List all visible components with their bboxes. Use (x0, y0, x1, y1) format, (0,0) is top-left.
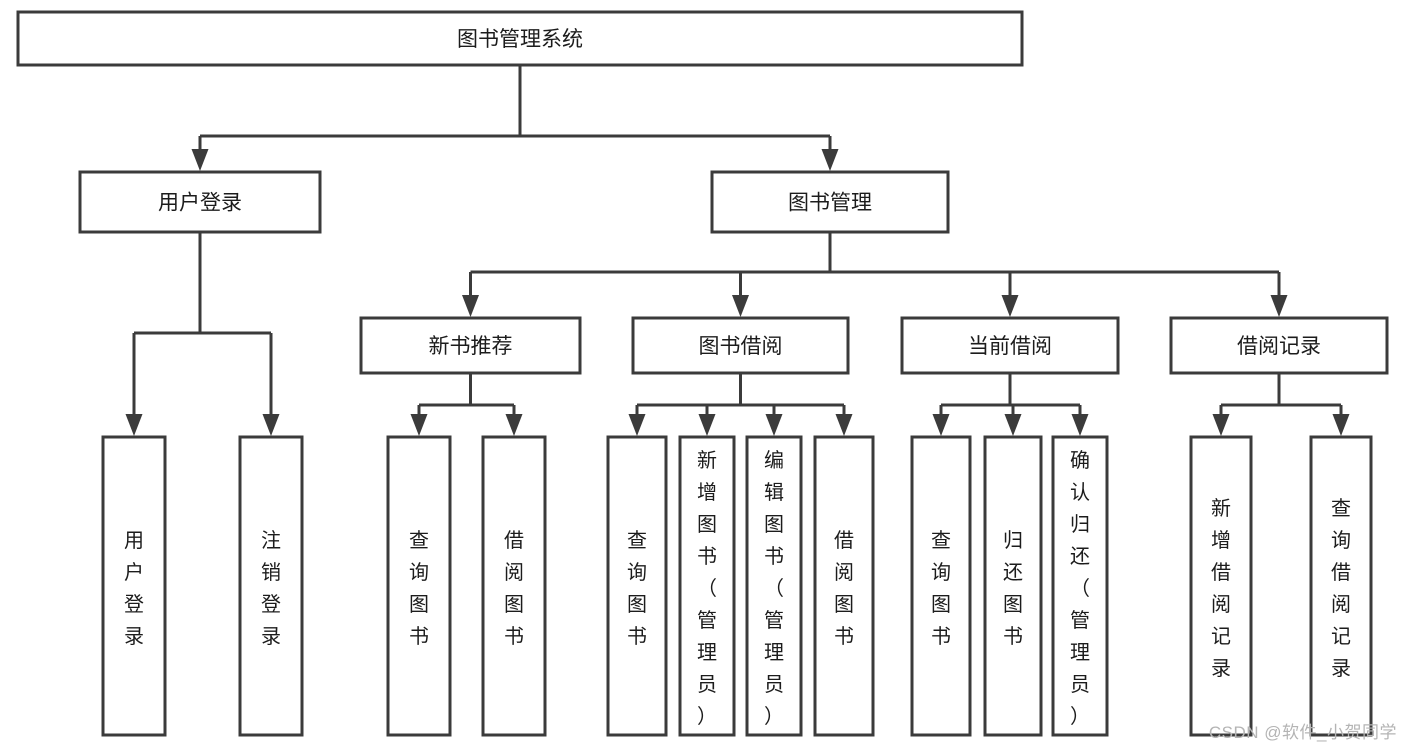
node-label-borrow-record: 借阅记录 (1237, 335, 1321, 358)
node-label-leaf-query-book-rec: 查询图书 (409, 529, 429, 648)
node-box-user-login[interactable] (78, 170, 322, 234)
node-leaf-borrow-book-rec[interactable]: 借阅图书 (481, 435, 547, 737)
node-leaf-query-book-borrow[interactable]: 查询图书 (606, 435, 668, 737)
node-current-borrow[interactable]: 当前借阅 (900, 316, 1120, 375)
node-new-book-rec[interactable]: 新书推荐 (359, 316, 582, 375)
node-leaf-query-book-current[interactable]: 查询图书 (910, 435, 972, 737)
node-label-root: 图书管理系统 (457, 28, 583, 51)
node-book-borrow[interactable]: 图书借阅 (631, 316, 850, 375)
node-box-leaf-add-book-admin[interactable] (678, 435, 736, 737)
node-label-leaf-query-borrow-record: 查询借阅记录 (1331, 497, 1351, 680)
node-box-book-borrow[interactable] (631, 316, 850, 375)
node-box-leaf-edit-book-admin[interactable] (745, 435, 803, 737)
node-label-leaf-user-logout: 注销登录 (261, 529, 281, 648)
node-box-leaf-borrow-book-rec[interactable] (481, 435, 547, 737)
node-box-root[interactable] (16, 10, 1024, 67)
node-label-current-borrow: 当前借阅 (968, 335, 1052, 358)
node-label-leaf-add-borrow-record: 新增借阅记录 (1211, 497, 1231, 680)
node-label-leaf-borrow-book: 借阅图书 (834, 529, 854, 648)
edge-group-current-borrow (932, 373, 1089, 436)
node-leaf-query-borrow-record[interactable]: 查询借阅记录 (1309, 435, 1373, 737)
node-box-new-book-rec[interactable] (359, 316, 582, 375)
node-layer: 图书管理系统用户登录图书管理新书推荐图书借阅当前借阅借阅记录用户登录注销登录查询… (16, 10, 1389, 737)
node-leaf-borrow-book[interactable]: 借阅图书 (813, 435, 875, 737)
node-box-current-borrow[interactable] (900, 316, 1120, 375)
node-leaf-confirm-return-admin[interactable]: 确认归还（管理员） (1051, 435, 1109, 737)
node-box-leaf-return-book[interactable] (983, 435, 1043, 737)
edge-group-book-manage (462, 232, 1288, 317)
node-leaf-add-borrow-record[interactable]: 新增借阅记录 (1189, 435, 1253, 737)
node-leaf-user-logout[interactable]: 注销登录 (238, 435, 304, 737)
node-root[interactable]: 图书管理系统 (16, 10, 1024, 67)
node-leaf-return-book[interactable]: 归还图书 (983, 435, 1043, 737)
node-leaf-edit-book-admin[interactable]: 编辑图书（管理员） (745, 435, 803, 737)
node-leaf-add-book-admin[interactable]: 新增图书（管理员） (678, 435, 736, 737)
node-label-leaf-return-book: 归还图书 (1003, 529, 1023, 648)
edge-group-book-borrow (628, 373, 853, 436)
node-label-leaf-edit-book-admin: 编辑图书（管理员） (764, 449, 784, 728)
edge-group-new-book-rec (410, 373, 523, 436)
node-box-leaf-query-book-rec[interactable] (386, 435, 452, 737)
node-book-manage[interactable]: 图书管理 (710, 170, 950, 234)
node-box-leaf-borrow-book[interactable] (813, 435, 875, 737)
node-box-leaf-add-borrow-record[interactable] (1189, 435, 1253, 737)
node-label-book-manage: 图书管理 (788, 192, 872, 215)
node-box-leaf-query-book-borrow[interactable] (606, 435, 668, 737)
node-box-leaf-query-book-current[interactable] (910, 435, 972, 737)
edge-group-user-login (125, 232, 280, 436)
node-leaf-query-book-rec[interactable]: 查询图书 (386, 435, 452, 737)
node-box-leaf-query-borrow-record[interactable] (1309, 435, 1373, 737)
node-box-book-manage[interactable] (710, 170, 950, 234)
edge-group-root (191, 65, 839, 171)
node-user-login[interactable]: 用户登录 (78, 170, 322, 234)
node-label-leaf-confirm-return-admin: 确认归还（管理员） (1070, 449, 1090, 728)
node-label-user-login: 用户登录 (158, 192, 242, 215)
edge-group-borrow-record (1212, 373, 1350, 436)
node-label-leaf-borrow-book-rec: 借阅图书 (504, 529, 524, 648)
node-borrow-record[interactable]: 借阅记录 (1169, 316, 1389, 375)
node-leaf-user-login[interactable]: 用户登录 (101, 435, 167, 737)
node-box-borrow-record[interactable] (1169, 316, 1389, 375)
node-label-leaf-query-book-current: 查询图书 (931, 529, 951, 648)
node-label-leaf-query-book-borrow: 查询图书 (627, 529, 647, 648)
node-box-leaf-user-logout[interactable] (238, 435, 304, 737)
node-box-leaf-user-login[interactable] (101, 435, 167, 737)
node-box-leaf-confirm-return-admin[interactable] (1051, 435, 1109, 737)
node-label-leaf-user-login: 用户登录 (124, 530, 144, 648)
node-label-new-book-rec: 新书推荐 (429, 335, 513, 358)
node-label-book-borrow: 图书借阅 (699, 335, 783, 358)
node-label-leaf-add-book-admin: 新增图书（管理员） (697, 449, 717, 728)
connector-layer (125, 65, 1350, 436)
